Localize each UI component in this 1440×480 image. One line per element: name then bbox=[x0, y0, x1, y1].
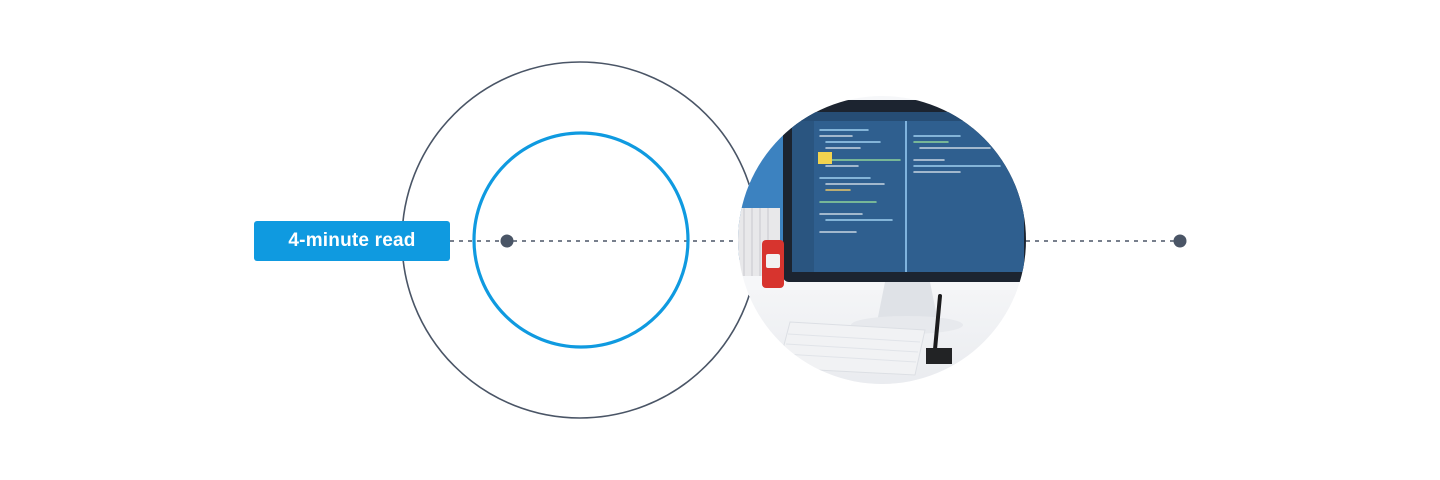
keyboard-icon bbox=[777, 321, 926, 376]
workstation-photo bbox=[738, 96, 1026, 384]
read-time-badge: 4-minute read bbox=[254, 221, 450, 261]
outer-ring bbox=[401, 61, 759, 419]
accent-ring bbox=[472, 131, 690, 349]
stylus-icon bbox=[926, 294, 952, 364]
end-dot bbox=[1173, 234, 1187, 248]
red-sharpener-icon bbox=[762, 240, 784, 288]
start-dot bbox=[500, 234, 514, 248]
